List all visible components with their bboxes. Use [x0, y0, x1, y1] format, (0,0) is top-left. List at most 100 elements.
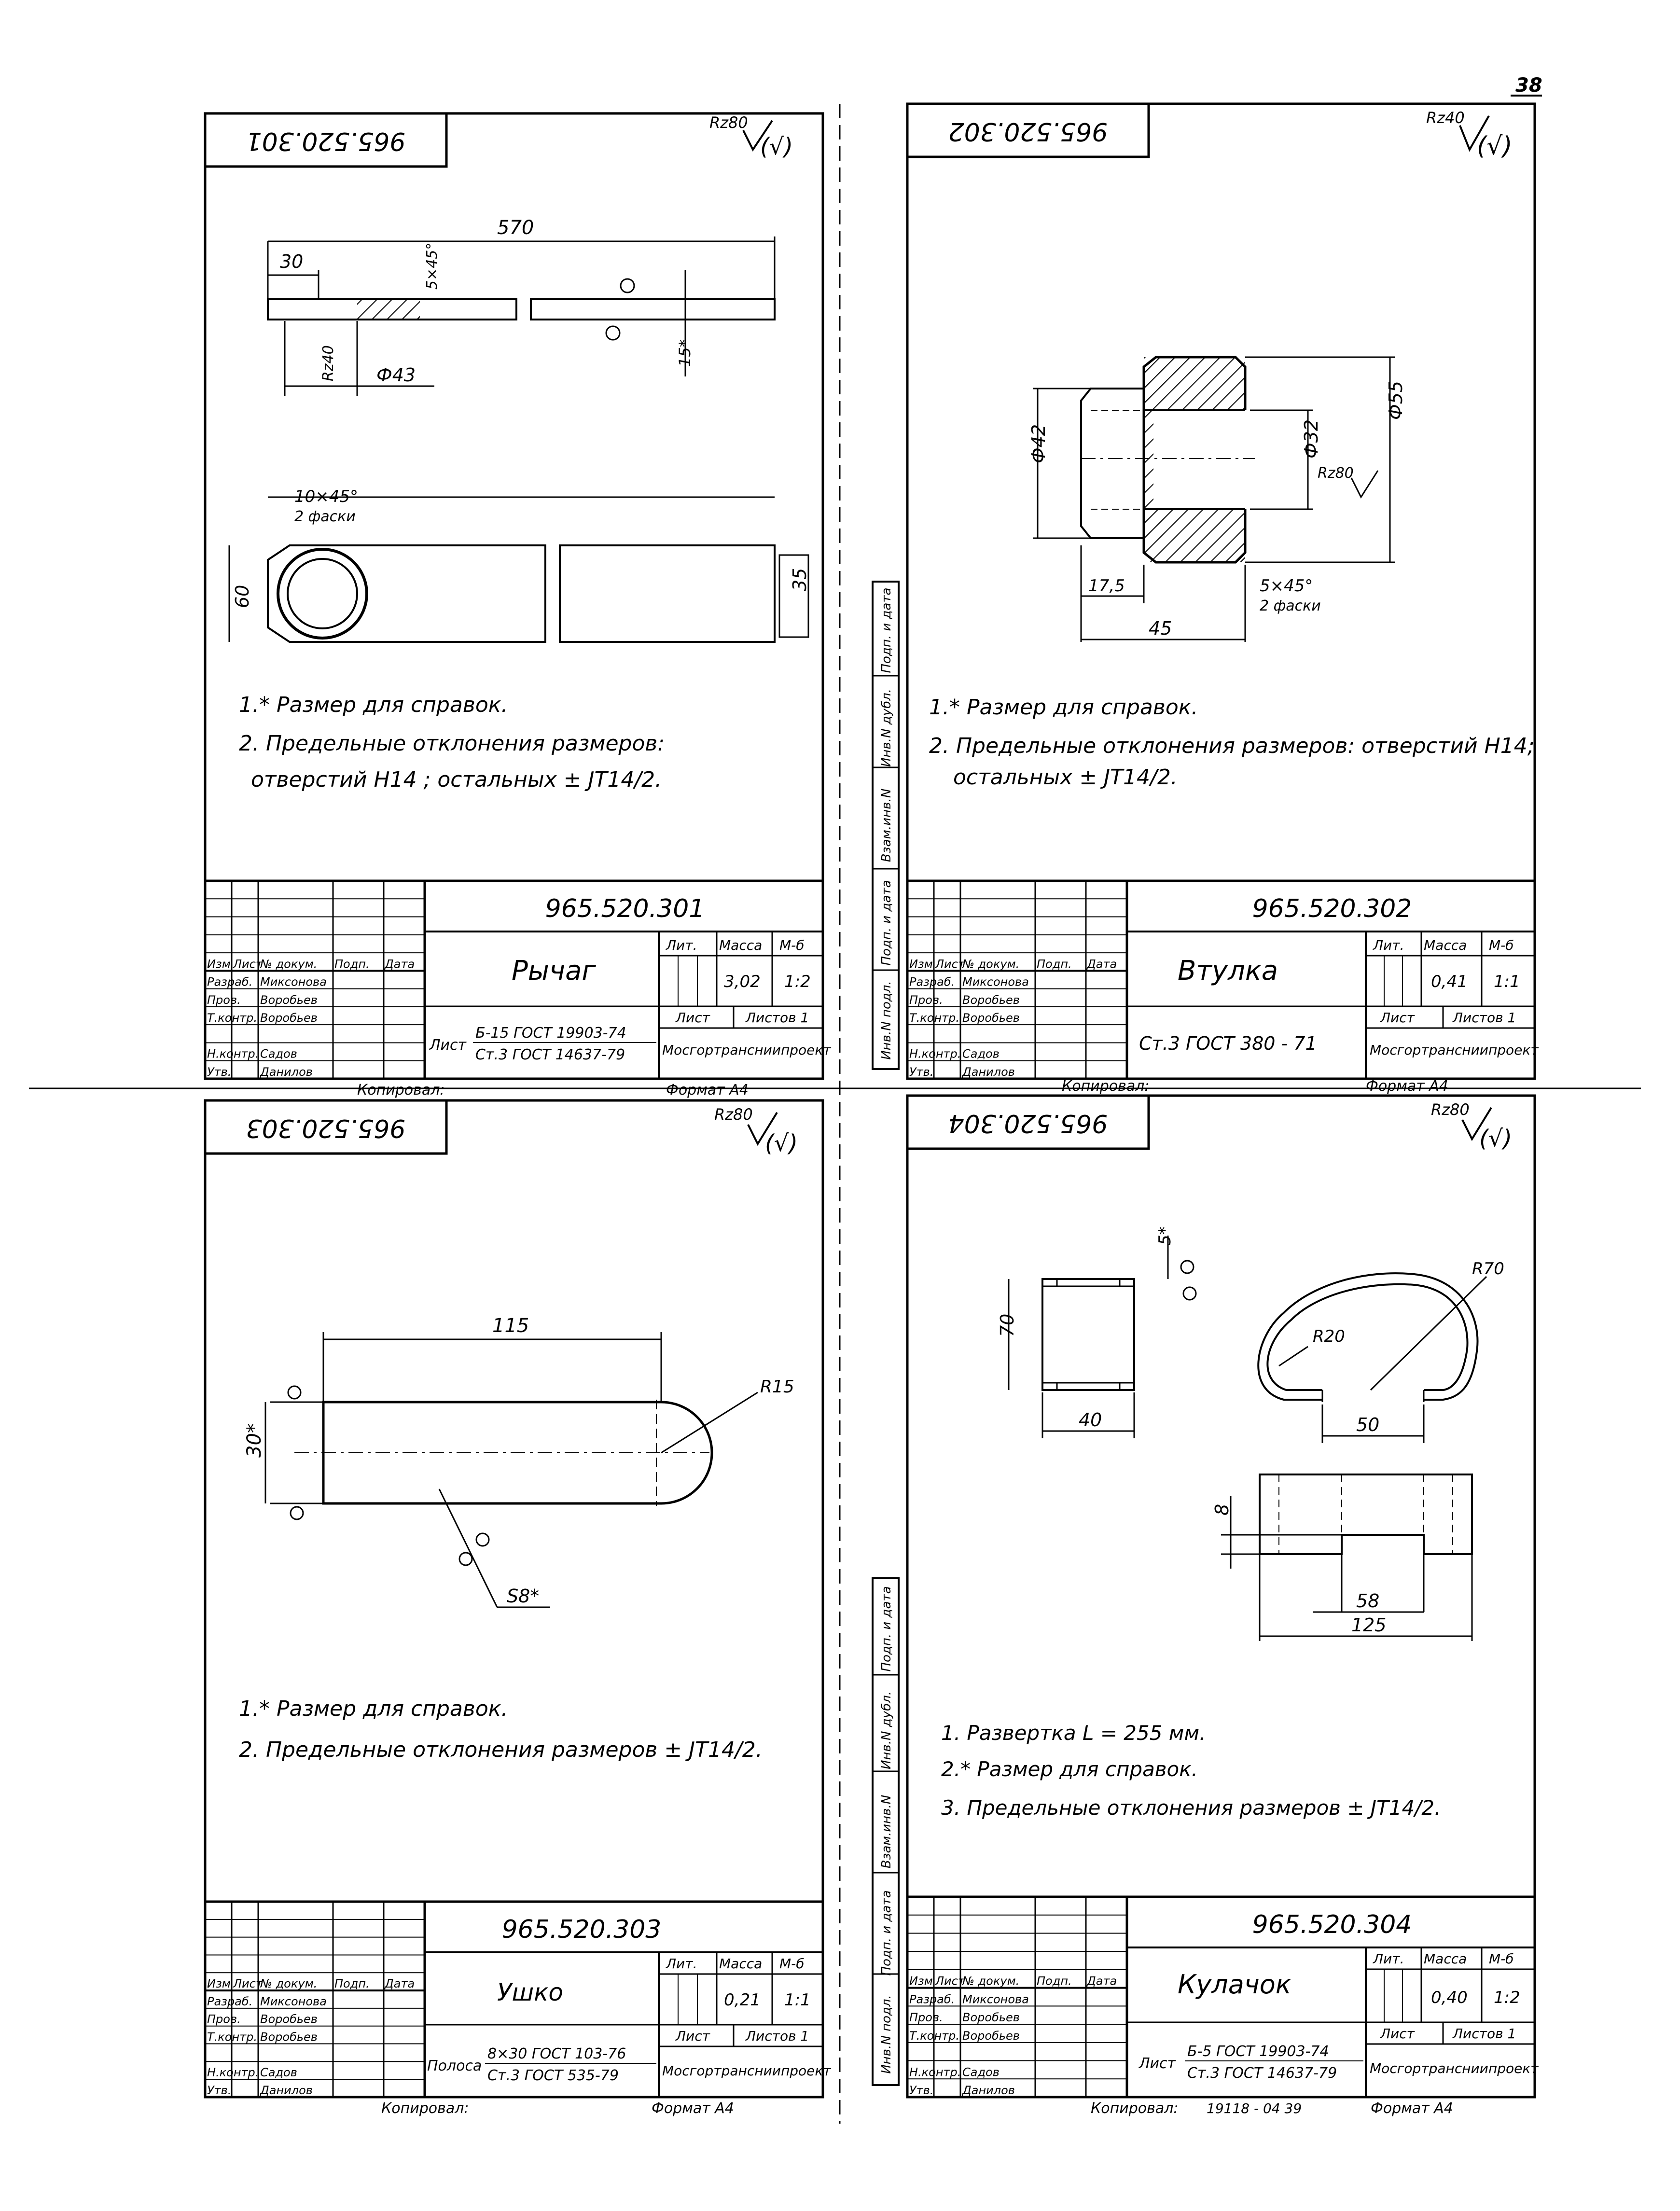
format: Формат А4 [1371, 2100, 1453, 2117]
tb-material-top: 8×30 ГОСТ 103-76 [487, 2045, 626, 2062]
svg-text:М-б: М-б [1489, 937, 1514, 953]
dim-chamfer: 5×45° [424, 243, 441, 290]
dim-17-5: 17,5 [1088, 576, 1125, 596]
roughness-mark: Rz40 (√) [1426, 109, 1513, 161]
tb-person: Садов [962, 2065, 1000, 2079]
dim-r20: R20 [1313, 1327, 1345, 1346]
side-label: Инв.N дубл. [879, 689, 894, 767]
svg-text:(√): (√) [1479, 1125, 1512, 1152]
note-3: отверстий Н14 ; остальных ± JT14/2. [251, 767, 662, 792]
tb-head-cell: Подп. [334, 1977, 370, 1990]
tb-role: Пров. [909, 2011, 943, 2024]
tb-person: Садов [260, 2066, 297, 2079]
tb-role: Т.контр. [909, 1011, 959, 1025]
dim-2-chamfers: 2 фаски [294, 508, 356, 525]
tb-material-top: Б-15 ГОСТ 19903-74 [475, 1025, 626, 1042]
dim-10x45: 10×45° [294, 487, 358, 506]
tb-person: Данилов [962, 1065, 1015, 1079]
dim-d55: Ф55 [1385, 381, 1406, 420]
title-block: 965.520.304 Кулачок Лит. Масса М-б 0,40 … [906, 1895, 1539, 2099]
sheet-301: 965.520.301 Rz80 (√) 570 30 5×45° Rz40 Ф… [204, 112, 831, 1099]
tb-role: Утв. [207, 2084, 231, 2097]
tb-head-cell: Подп. [1037, 957, 1072, 971]
tb-name: Ушко [497, 1978, 563, 2006]
dim-chamfer: 5×45° [1260, 576, 1313, 596]
tb-role: Н.контр. [909, 2065, 961, 2079]
tb-person: Данилов [962, 2084, 1015, 2097]
svg-text:М-б: М-б [1489, 1951, 1514, 1967]
tb-role: Разраб. [909, 1992, 955, 2006]
tb-org: Мосгортрансниипроект [1370, 1042, 1539, 1058]
tb-material-bottom: Ст.3 ГОСТ 14637-79 [1187, 2065, 1337, 2082]
tb-role: Т.контр. [207, 1011, 257, 1025]
tb-role: Т.контр. [207, 2030, 257, 2044]
tb-head-cell: Изм [207, 1977, 231, 1990]
tb-mass: 0,21 [724, 1990, 761, 2010]
svg-text:(√): (√) [1477, 132, 1513, 161]
tb-scale: 1:1 [784, 1990, 811, 2010]
tb-person: Воробьев [962, 2029, 1020, 2043]
tb-head-cell: Изм [909, 1975, 933, 1988]
dim-60: 60 [232, 585, 253, 608]
tb-mass: 0,41 [1431, 972, 1468, 991]
tb-head-cell: Дата [1086, 1975, 1117, 1988]
tb-person: Миксонова [962, 975, 1029, 989]
tb-person: Воробьев [260, 2030, 318, 2044]
side-label: Подп. и дата [879, 1890, 894, 1975]
dim-30: 30* [243, 1423, 265, 1458]
dim-30: 30 [280, 251, 303, 272]
tb-role: Разраб. [207, 1995, 252, 2008]
tb-person: Воробьев [260, 1011, 318, 1025]
sheet-302: 965.520.302 Rz40 (√) Ф42 Ф32 Ф55 Rz80 [906, 102, 1539, 1095]
svg-text:Масса: Масса [719, 1956, 762, 1972]
svg-text:Лист: Лист [1380, 1010, 1415, 1026]
svg-text:Лист: Лист [1380, 2026, 1415, 2042]
code-stamp: 965.520.304 [948, 1109, 1108, 1138]
svg-text:Листов 1: Листов 1 [1452, 1010, 1516, 1026]
tb-head-cell: Лист [233, 957, 263, 971]
dim-45: 45 [1149, 618, 1172, 639]
tb-head-cell: № докум. [259, 1977, 317, 1990]
tb-code: 965.520.301 [545, 894, 705, 923]
title-block: 965.520.302 Втулка Лит. Масса М-б 0,41 1… [906, 879, 1539, 1080]
tb-head-cell: Изм [909, 957, 933, 971]
format: Формат А4 [652, 2100, 734, 2117]
dim-8: 8 [1211, 1504, 1233, 1516]
tb-role: Пров. [909, 993, 943, 1007]
sheet-304: 965.520.304 Rz80 (√) 70 40 5* R70 R20 [906, 1094, 1539, 2117]
svg-text:Rz80: Rz80 [1431, 1100, 1470, 1119]
svg-text:Лит.: Лит. [666, 937, 697, 953]
side-label: Инв.N дубл. [879, 1691, 894, 1769]
title-block: 965.520.301 Рычаг Лит. Масса М-б 3,02 1:… [204, 879, 831, 1080]
tb-head-cell: № докум. [259, 957, 317, 971]
svg-text:Лист: Лист [675, 1010, 710, 1026]
tb-head-cell: Изм [207, 957, 231, 971]
svg-text:М-б: М-б [779, 1956, 805, 1972]
svg-text:Масса: Масса [1424, 1951, 1467, 1967]
note-1: 1.* Размер для справок. [239, 1696, 508, 1721]
svg-text:Rz80: Rz80 [714, 1105, 753, 1124]
tb-role: Разраб. [909, 975, 955, 989]
dim-dia43: Ф43 [376, 364, 416, 386]
note-2: 2. Предельные отклонения размеров ± JT14… [239, 1738, 763, 1762]
tb-role: Н.контр. [207, 1047, 259, 1061]
tb-person: Миксонова [260, 975, 327, 989]
tb-role: Н.контр. [207, 2066, 259, 2079]
note-2: 2. Предельные отклонения размеров: [239, 731, 665, 756]
svg-text:Rz40: Rz40 [1426, 109, 1465, 127]
dim-125: 125 [1351, 1614, 1387, 1636]
tb-person: Воробьев [260, 993, 318, 1007]
dim-70: 70 [997, 1314, 1018, 1337]
tb-person: Миксонова [962, 1992, 1029, 2006]
dim-d32: Ф32 [1301, 419, 1322, 459]
svg-text:Лит.: Лит. [1373, 1951, 1404, 1967]
tb-head-cell: Подп. [334, 957, 370, 971]
svg-text:Масса: Масса [719, 937, 762, 953]
svg-text:Масса: Масса [1424, 937, 1467, 953]
sheet-303: 965.520.303 Rz80 (√) 115 30* R15 S8* 1.*… [204, 1099, 831, 2117]
svg-text:Лит.: Лит. [666, 1956, 697, 1972]
